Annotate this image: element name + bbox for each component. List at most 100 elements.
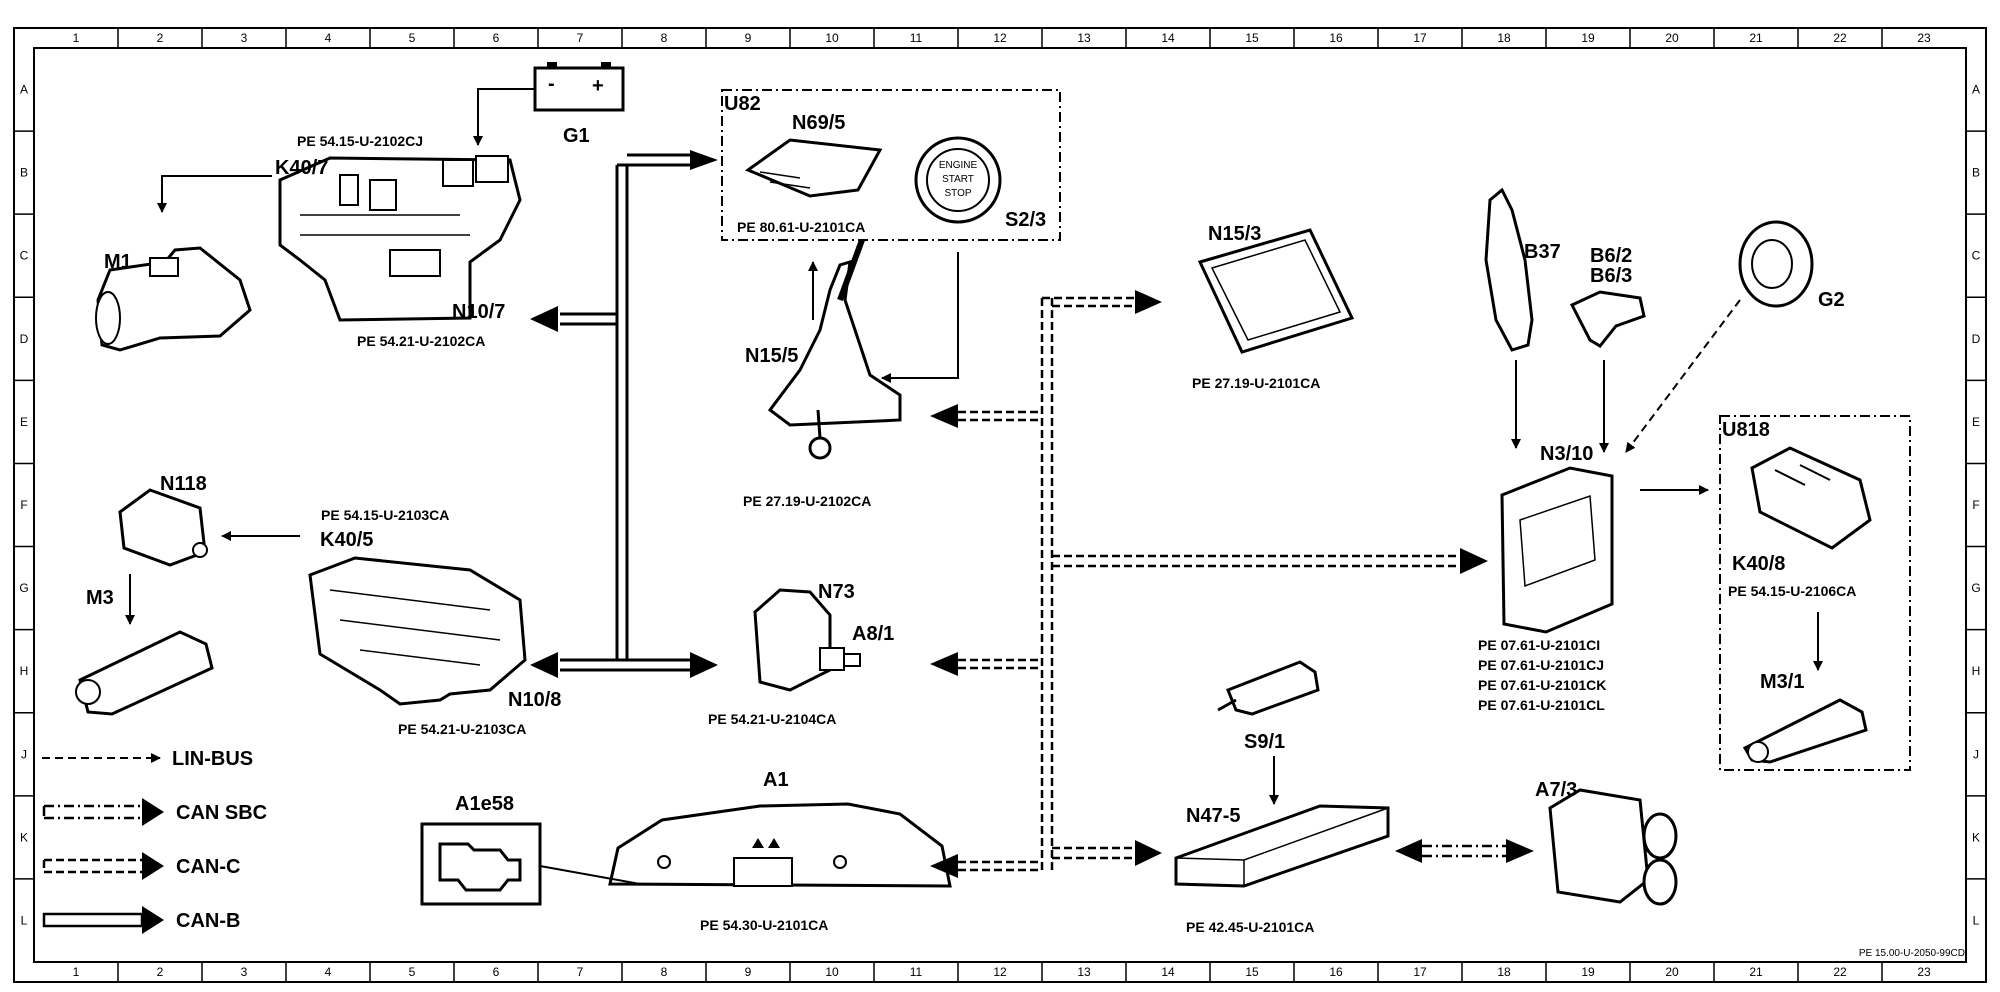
label-n118: N118 xyxy=(160,473,207,495)
grid-column-label: 17 xyxy=(1413,31,1427,45)
button-text-3: STOP xyxy=(944,188,971,199)
grid-column-label: 4 xyxy=(325,965,332,979)
label-a7-3: A7/3 xyxy=(1535,779,1577,801)
grid-row-label: C xyxy=(20,249,29,263)
grid-row-label: H xyxy=(1972,664,1981,678)
label-n47-5: N47-5 xyxy=(1186,805,1240,827)
hydraulic-unit-a7-3: A7/3 xyxy=(1535,779,1678,906)
grid-column-label: 22 xyxy=(1833,31,1847,45)
grid-row-label: K xyxy=(1972,830,1980,844)
grid-column-label: 6 xyxy=(493,965,500,979)
camshaft-sensor-b6: B6/2 B6/3 xyxy=(1569,245,1646,453)
button-text-1: ENGINE xyxy=(939,160,978,171)
grid-row-label: L xyxy=(21,913,28,927)
grid-column-label: 21 xyxy=(1749,31,1763,45)
ref-n15-5: PE 27.19-U-2102CA xyxy=(743,493,871,509)
starter-motor-m1: M1 xyxy=(95,246,252,352)
legend-item-lin-bus: LIN-BUS xyxy=(42,748,253,770)
ref-n3-10-3: PE 07.61-U-2101CK xyxy=(1478,677,1606,693)
legend-item-can-c: CAN-C xyxy=(42,852,240,880)
label-n3-10: N3/10 xyxy=(1540,443,1593,465)
grid-column-label: 19 xyxy=(1581,965,1595,979)
alternator-g2: G2 xyxy=(1625,220,1845,453)
grid-column-label: 8 xyxy=(661,965,668,979)
grid-column-label: 8 xyxy=(661,31,668,45)
grid-column-label: 2 xyxy=(157,31,164,45)
grid-column-label: 5 xyxy=(409,31,416,45)
fuse-relay-module-k40-7: PE 54.15-U-2102CJ K40/7 N10/7 PE 54.21-U… xyxy=(157,133,522,349)
grid-column-label: 1 xyxy=(73,31,80,45)
gear-selector-n15-5: N15/5 PE 27.19-U-2102CA xyxy=(743,238,959,509)
legend-label-can-sbc: CAN SBC xyxy=(176,802,267,824)
grid-column-label: 7 xyxy=(577,31,584,45)
legend-item-can-sbc: CAN SBC xyxy=(42,798,267,826)
grid-column-label: 15 xyxy=(1245,965,1259,979)
grid-row-label: E xyxy=(20,415,28,429)
battery-g1: - + G1 xyxy=(473,62,625,147)
label-a1: A1 xyxy=(763,769,789,791)
legend-item-can-b: CAN-B xyxy=(42,906,240,934)
label-n69-5: N69/5 xyxy=(792,112,845,134)
grid-column-label: 16 xyxy=(1329,965,1343,979)
grid-row-label: A xyxy=(1972,83,1980,97)
grid-row-label: D xyxy=(20,332,29,346)
label-b37: B37 xyxy=(1524,241,1561,263)
grid-column-label: 10 xyxy=(825,965,839,979)
label-s2-3: S2/3 xyxy=(1005,209,1046,231)
grid-column-label: 14 xyxy=(1161,965,1175,979)
grid-row-label: H xyxy=(20,664,29,678)
label-k40-8: K40/8 xyxy=(1732,553,1785,575)
fuel-pump-control-n118: N118 xyxy=(118,473,208,625)
grid-column-label: 19 xyxy=(1581,31,1595,45)
grid-column-label: 16 xyxy=(1329,31,1343,45)
ref-n15-3: PE 27.19-U-2101CA xyxy=(1192,375,1320,391)
grid-column-label: 22 xyxy=(1833,965,1847,979)
ref-n10-8: PE 54.21-U-2103CA xyxy=(398,721,526,737)
module-n15-3: N15/3 PE 27.19-U-2101CA xyxy=(1192,223,1355,391)
label-s9-1: S9/1 xyxy=(1244,731,1285,753)
ref-n47-5: PE 42.45-U-2101CA xyxy=(1186,919,1314,935)
ref-n10-7: PE 54.21-U-2102CA xyxy=(357,333,485,349)
connection-lines xyxy=(530,150,1534,878)
label-m3: M3 xyxy=(86,587,114,609)
label-g2: G2 xyxy=(1818,289,1845,311)
grid-row-label: A xyxy=(20,83,28,97)
grid-column-label: 4 xyxy=(325,31,332,45)
pedal-sensor-b37: B37 xyxy=(1484,187,1561,449)
grid-column-label: 14 xyxy=(1161,31,1175,45)
ref-k40-5: PE 54.15-U-2103CA xyxy=(321,507,449,523)
ref-n73: PE 54.21-U-2104CA xyxy=(708,711,836,727)
grid-row-label: J xyxy=(1973,747,1979,761)
button-text-2: START xyxy=(942,174,974,185)
ref-u82: PE 80.61-U-2101CA xyxy=(737,219,865,235)
warning-lamp-a1e58: A1e58 xyxy=(420,793,641,906)
ignition-switch-n73: N73 A8/1 PE 54.21-U-2104CA xyxy=(708,581,894,727)
grid-column-label: 12 xyxy=(993,965,1007,979)
module-n47-5: N47-5 PE 42.45-U-2101CA xyxy=(1174,804,1390,935)
grid-row-label: J xyxy=(21,747,27,761)
grid-column-label: 13 xyxy=(1077,965,1091,979)
label-k40-7: K40/7 xyxy=(275,157,328,179)
ref-a1: PE 54.30-U-2101CA xyxy=(700,917,828,933)
grid-column-label: 9 xyxy=(745,31,752,45)
grid-row-label: F xyxy=(1972,498,1979,512)
label-b6-2: B6/2 xyxy=(1590,245,1632,267)
engine-control-unit-n3-10: N3/10 PE 07.61-U-2101CI PE 07.61-U-2101C… xyxy=(1478,443,1709,713)
grid-column-label: 23 xyxy=(1917,31,1931,45)
grid-column-label: 11 xyxy=(910,31,923,45)
grid-row-label: B xyxy=(1972,166,1980,180)
grid-column-label: 18 xyxy=(1497,965,1511,979)
switch-s9-1: S9/1 xyxy=(1217,660,1320,805)
label-n10-8: N10/8 xyxy=(508,689,561,711)
grid-row-label: G xyxy=(1971,581,1980,595)
legend-label-lin-bus: LIN-BUS xyxy=(172,748,253,770)
grid-column-label: 3 xyxy=(241,965,248,979)
ref-n3-10-1: PE 07.61-U-2101CI xyxy=(1478,637,1600,653)
drawing-number: PE 15.00-U-2050-99CD xyxy=(1859,948,1965,959)
label-u82: U82 xyxy=(724,93,761,115)
label-n15-3: N15/3 xyxy=(1208,223,1261,245)
legend-label-can-b: CAN-B xyxy=(176,910,240,932)
grid-column-label: 10 xyxy=(825,31,839,45)
